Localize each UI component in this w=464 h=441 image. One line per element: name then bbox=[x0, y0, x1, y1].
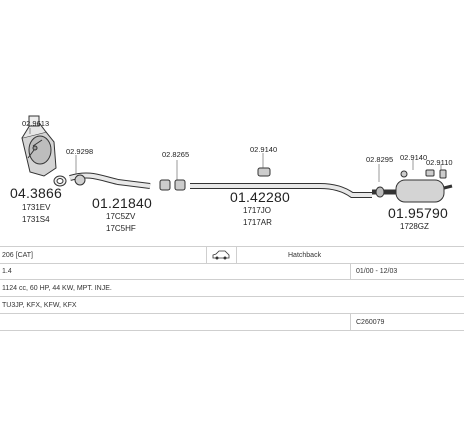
part-number-p4[interactable]: 01.21840 bbox=[92, 195, 152, 211]
rear-silencer-part[interactable] bbox=[372, 179, 453, 203]
part-alt1-p2: 1731EV bbox=[22, 203, 51, 212]
model-text: 206 [CAT] bbox=[2, 252, 33, 259]
info-row-engine: 1.4 01/00 - 12/03 bbox=[0, 263, 464, 280]
front-pipe-part[interactable] bbox=[69, 172, 151, 189]
part-code-p10[interactable]: 02.9110 bbox=[426, 158, 453, 167]
info-row-catalog: C260079 bbox=[0, 314, 464, 331]
part-code-p3[interactable]: 02.9298 bbox=[66, 147, 94, 156]
clamp-part[interactable] bbox=[159, 179, 186, 191]
part-alt2-p7: 1717AR bbox=[243, 218, 272, 227]
car-icon bbox=[212, 250, 230, 262]
part-alt1-p7: 1717JO bbox=[243, 206, 272, 215]
part-code-p1[interactable]: 02.9613 bbox=[22, 119, 50, 128]
part-alt2-p4: 17C5HF bbox=[106, 224, 136, 233]
part-number-p7[interactable]: 01.42280 bbox=[230, 189, 290, 205]
period-text: 01/00 - 12/03 bbox=[356, 268, 398, 275]
engine-detail-text: 1124 cc, 60 HP, 44 KW, MPT. INJE. bbox=[2, 285, 112, 292]
part-number-p2[interactable]: 04.3866 bbox=[10, 185, 63, 201]
part-code-p6[interactable]: 02.9140 bbox=[250, 145, 278, 154]
part-code-p8[interactable]: 02.8295 bbox=[366, 155, 394, 164]
info-row-engine-detail: 1124 cc, 60 HP, 44 KW, MPT. INJE. bbox=[0, 280, 464, 297]
centre-pipe-part[interactable] bbox=[190, 183, 372, 198]
part-code-p9[interactable]: 02.9140 bbox=[400, 153, 428, 162]
body-type-text: Hatchback bbox=[288, 252, 322, 259]
info-row-model: 206 [CAT] Hatchback bbox=[0, 246, 464, 264]
gasket-part[interactable] bbox=[53, 175, 67, 187]
part-code-p5[interactable]: 02.8265 bbox=[162, 150, 190, 159]
catalog-code-text: C260079 bbox=[356, 319, 385, 326]
part-alt1-p11: 1728GZ bbox=[400, 222, 429, 231]
exhaust-diagram: 02.9613 04.3866 1731EV 1731S4 02.9298 01… bbox=[10, 115, 453, 233]
part-alt1-p4: 17C5ZV bbox=[106, 212, 136, 221]
engine-codes-text: TU3JP, KFX, KFW, KFX bbox=[2, 302, 77, 309]
part-number-p11[interactable]: 01.95790 bbox=[388, 205, 448, 221]
info-row-engine-codes: TU3JP, KFX, KFW, KFX bbox=[0, 297, 464, 314]
engine-short-text: 1.4 bbox=[2, 268, 12, 275]
hanger-part[interactable] bbox=[257, 167, 271, 177]
rear-hangers-part[interactable] bbox=[400, 169, 447, 179]
exhaust-drawing bbox=[21, 115, 453, 203]
catalytic-converter-part[interactable] bbox=[21, 115, 57, 177]
sensor-part[interactable] bbox=[27, 139, 43, 159]
part-alt2-p2: 1731S4 bbox=[22, 215, 50, 224]
